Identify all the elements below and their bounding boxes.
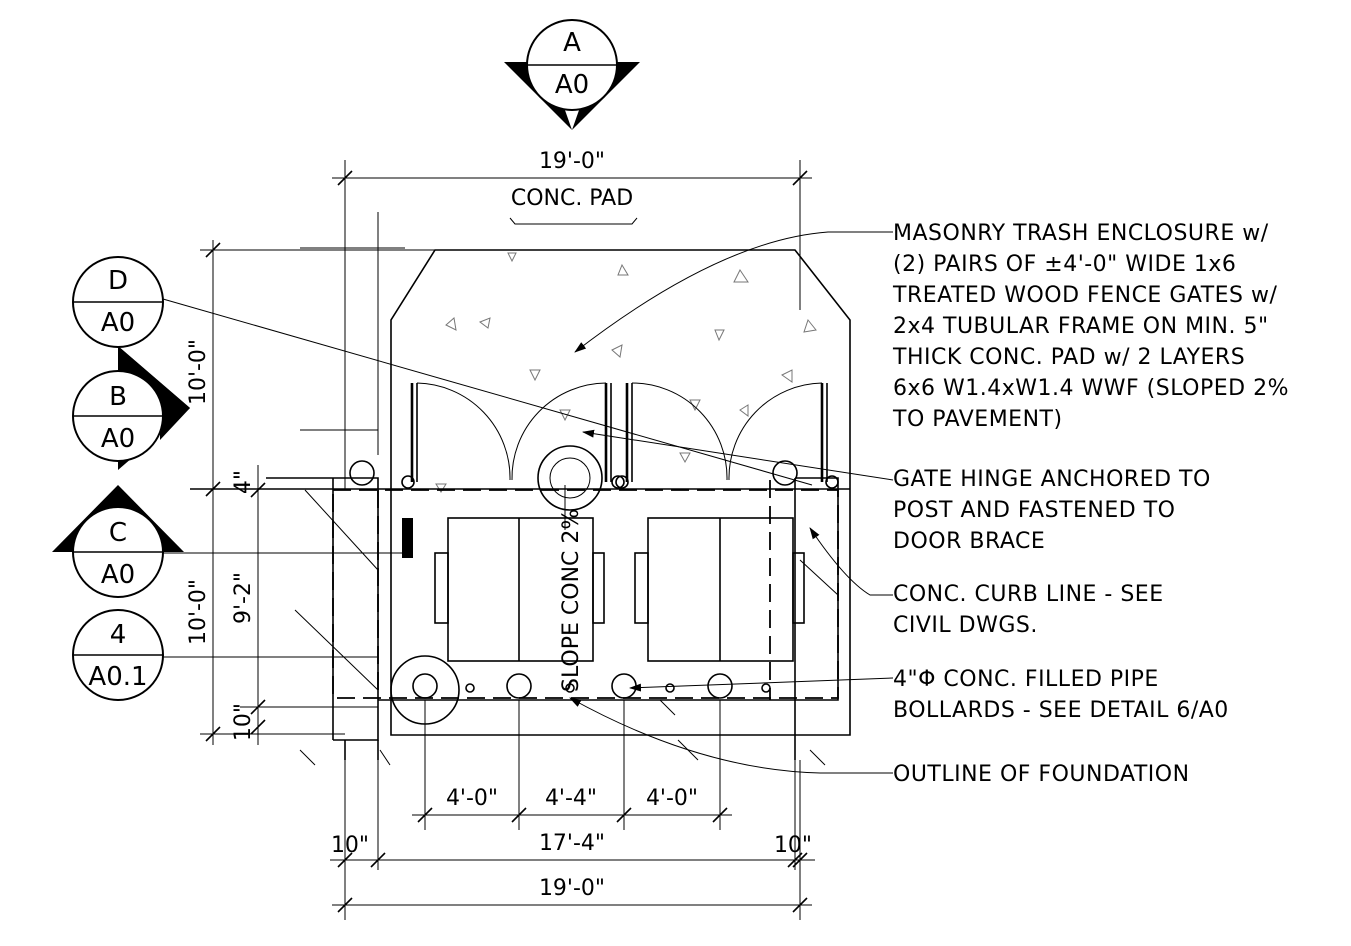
- note-masonry-line: THICK CONC. PAD w/ 2 LAYERS: [892, 345, 1245, 370]
- note-masonry-line: TREATED WOOD FENCE GATES w/: [892, 283, 1278, 308]
- concrete-pad: [300, 212, 851, 736]
- conc-pad-label: CONC. PAD: [511, 186, 633, 211]
- note-hinge-line: POST AND FASTENED TO: [893, 498, 1175, 523]
- section-marker-d-sheet: A0: [101, 308, 135, 338]
- foundation-outline: [332, 489, 839, 699]
- gate-pair-right: [615, 382, 839, 489]
- conc-pad-label-group: CONC. PAD: [509, 186, 638, 225]
- note-masonry-line: 6x6 W1.4xW1.4 WWF (SLOPED 2%: [893, 376, 1289, 401]
- interior-depth-label: 9'-2": [231, 572, 256, 624]
- section-marker-b[interactable]: B A0: [72, 346, 190, 470]
- section-marker-a-sheet: A0: [555, 70, 589, 100]
- enclosure-depth-label: 10'-0": [186, 579, 211, 645]
- left-wall-label: 10": [331, 833, 369, 858]
- right-wall-label: 10": [774, 833, 812, 858]
- section-marker-4[interactable]: 4 A0.1: [72, 609, 164, 701]
- note-bollards-line: BOLLARDS - SEE DETAIL 6/A0: [893, 698, 1229, 723]
- section-marker-c-sheet: A0: [101, 560, 135, 590]
- note-hinge-line: DOOR BRACE: [893, 529, 1045, 554]
- note-masonry: MASONRY TRASH ENCLOSURE w/ (2) PAIRS OF …: [892, 221, 1289, 432]
- section-marker-b-sheet: A0: [101, 424, 135, 454]
- bollard-dim-2: 4'-4": [545, 786, 597, 811]
- bollard-dim-3: 4'-0": [646, 786, 698, 811]
- inner-width-label: 17'-4": [539, 831, 605, 856]
- note-hinge-line: GATE HINGE ANCHORED TO: [893, 467, 1211, 492]
- bollard-spacing-dimension: 4'-0" 4'-4" 4'-0": [412, 700, 732, 830]
- section-marker-4-id: 4: [110, 620, 127, 650]
- note-curb: CONC. CURB LINE - SEE CIVIL DWGS.: [893, 582, 1164, 638]
- note-curb-line: CIVIL DWGS.: [893, 613, 1038, 638]
- note-masonry-line: (2) PAIRS OF ±4'-0" WIDE 1x6: [893, 252, 1236, 277]
- note-foundation-line: OUTLINE OF FOUNDATION: [893, 762, 1190, 787]
- back-wall-label: 10": [231, 703, 256, 741]
- hinge-icon: [401, 475, 415, 489]
- inner-width-dimension: 17'-4" 10" 10": [330, 760, 815, 920]
- bollard-dim-1: 4'-0": [446, 786, 498, 811]
- concrete-hatch: [435, 252, 817, 493]
- slope-label: SLOPE CONC 2%: [559, 509, 584, 692]
- section-marker-d-id: D: [108, 266, 128, 296]
- left-vertical-dimensions: 10'-0" 10'-0" 9'-2" 4" 10": [186, 240, 440, 745]
- section-marker-4-sheet: A0.1: [88, 662, 147, 692]
- section-marker-c[interactable]: C A0: [52, 485, 184, 598]
- bollard-icon: [611, 673, 637, 699]
- note-foundation: OUTLINE OF FOUNDATION: [893, 762, 1190, 787]
- note-bollards-line: 4"Φ CONC. FILLED PIPE: [893, 667, 1159, 692]
- note-masonry-line: MASONRY TRASH ENCLOSURE w/: [893, 221, 1269, 246]
- section-marker-d[interactable]: D A0: [72, 256, 164, 348]
- top-width-label: 19'-0": [539, 149, 605, 174]
- note-masonry-line: TO PAVEMENT): [892, 407, 1063, 432]
- hinge-icon: [611, 475, 625, 489]
- bollard-icon: [412, 673, 438, 699]
- note-curb-line: CONC. CURB LINE - SEE: [893, 582, 1164, 607]
- dumpster-left: [434, 517, 605, 662]
- gate-pair-left: [401, 382, 625, 489]
- dumpster-right: [634, 517, 805, 662]
- bollard-icon: [349, 460, 375, 486]
- section-marker-b-id: B: [109, 382, 127, 412]
- hinge-icon: [615, 475, 629, 489]
- note-masonry-line: 2x4 TUBULAR FRAME ON MIN. 5": [893, 314, 1269, 339]
- leaders: [569, 231, 894, 774]
- note-hinge: GATE HINGE ANCHORED TO POST AND FASTENED…: [893, 467, 1211, 554]
- bottom-width-dimension: 19'-0": [332, 876, 812, 913]
- section-marker-a-id: A: [563, 28, 581, 58]
- pad-depth-label: 10'-0": [186, 339, 211, 405]
- bollard-icon: [772, 460, 798, 486]
- note-bollards: 4"Φ CONC. FILLED PIPE BOLLARDS - SEE DET…: [893, 667, 1229, 723]
- section-marker-c-id: C: [109, 518, 127, 548]
- bollard-icon: [506, 673, 532, 699]
- bottom-width-label: 19'-0": [539, 876, 605, 901]
- top-width-dimension: 19'-0": [332, 149, 812, 310]
- front-wall-label: 4": [231, 470, 256, 494]
- section-marker-a[interactable]: A A0: [504, 19, 640, 130]
- bollard-icon: [707, 673, 733, 699]
